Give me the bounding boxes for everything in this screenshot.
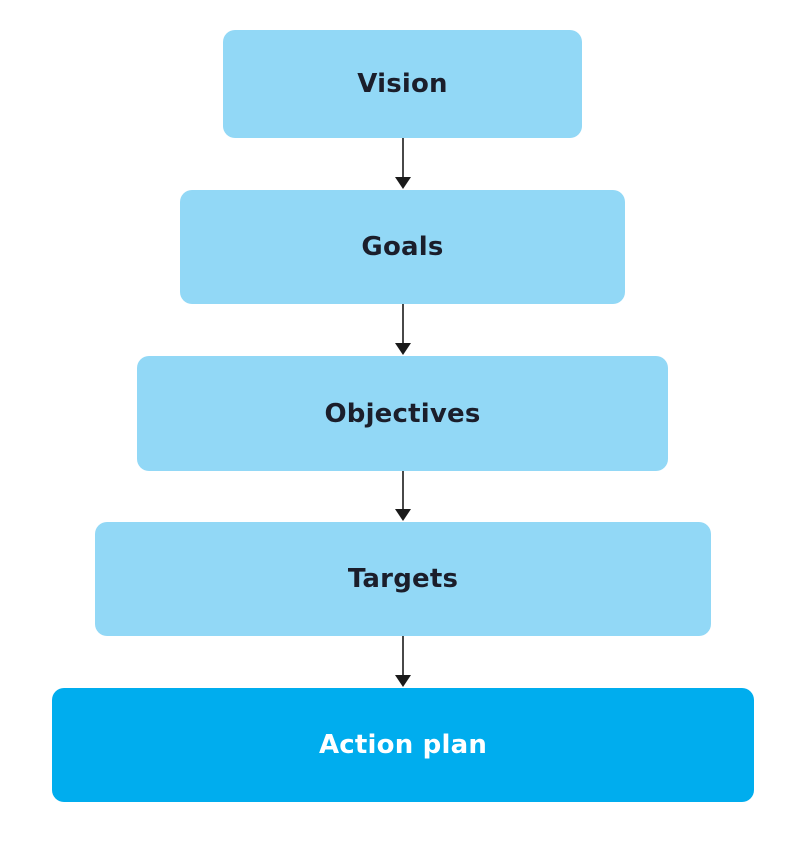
- level-box-goals: Goals: [180, 190, 625, 304]
- arrow-down-icon: [395, 636, 411, 687]
- down-arrow-1: [395, 138, 411, 190]
- arrow-down-icon: [395, 304, 411, 355]
- level-label-objectives: Objectives: [324, 398, 481, 429]
- level-label-action-plan: Action plan: [318, 730, 488, 760]
- level-box-objectives: Objectives: [137, 356, 668, 471]
- down-arrow-3: [395, 471, 411, 522]
- arrow-down-icon: [395, 471, 411, 521]
- level-box-action-plan: Action plan: [52, 688, 754, 802]
- down-arrow-2: [395, 304, 411, 356]
- level-label-goals: Goals: [361, 232, 444, 262]
- down-arrow-4: [395, 636, 411, 688]
- level-box-targets: Targets: [95, 522, 711, 636]
- level-box-vision: Vision: [223, 30, 582, 138]
- level-label-targets: Targets: [347, 564, 459, 594]
- level-label-vision: Vision: [357, 69, 448, 99]
- arrow-down-icon: [395, 138, 411, 189]
